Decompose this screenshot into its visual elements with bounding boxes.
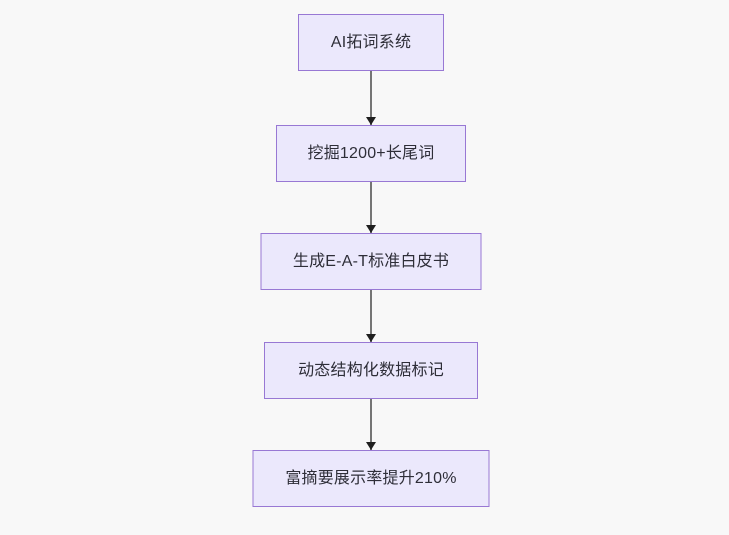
flow-node-label: AI拓词系统 [330,33,412,51]
flow-node-longtail-mining[interactable]: 挖掘1200+长尾词 [276,125,466,182]
arrowhead-icon [366,442,376,450]
arrowhead-icon [366,117,376,125]
edge-line [370,71,372,125]
arrowhead-icon [366,225,376,233]
arrowhead-icon [366,334,376,342]
flow-node-structured-data-markup[interactable]: 动态结构化数据标记 [264,342,478,399]
flow-node-label: 生成E-A-T标准白皮书 [292,252,450,270]
flow-node-rich-snippet-result[interactable]: 富摘要展示率提升210% [252,450,490,507]
edge-line [370,290,372,342]
flow-node-label: 挖掘1200+长尾词 [307,144,435,162]
flow-node-label: 动态结构化数据标记 [298,361,444,379]
flow-node-ai-keyword-system[interactable]: AI拓词系统 [298,14,444,71]
flow-node-eat-whitepaper[interactable]: 生成E-A-T标准白皮书 [260,233,482,290]
edge-line [370,399,372,450]
edge-line [370,182,372,233]
flow-node-label: 富摘要展示率提升210% [285,469,457,487]
